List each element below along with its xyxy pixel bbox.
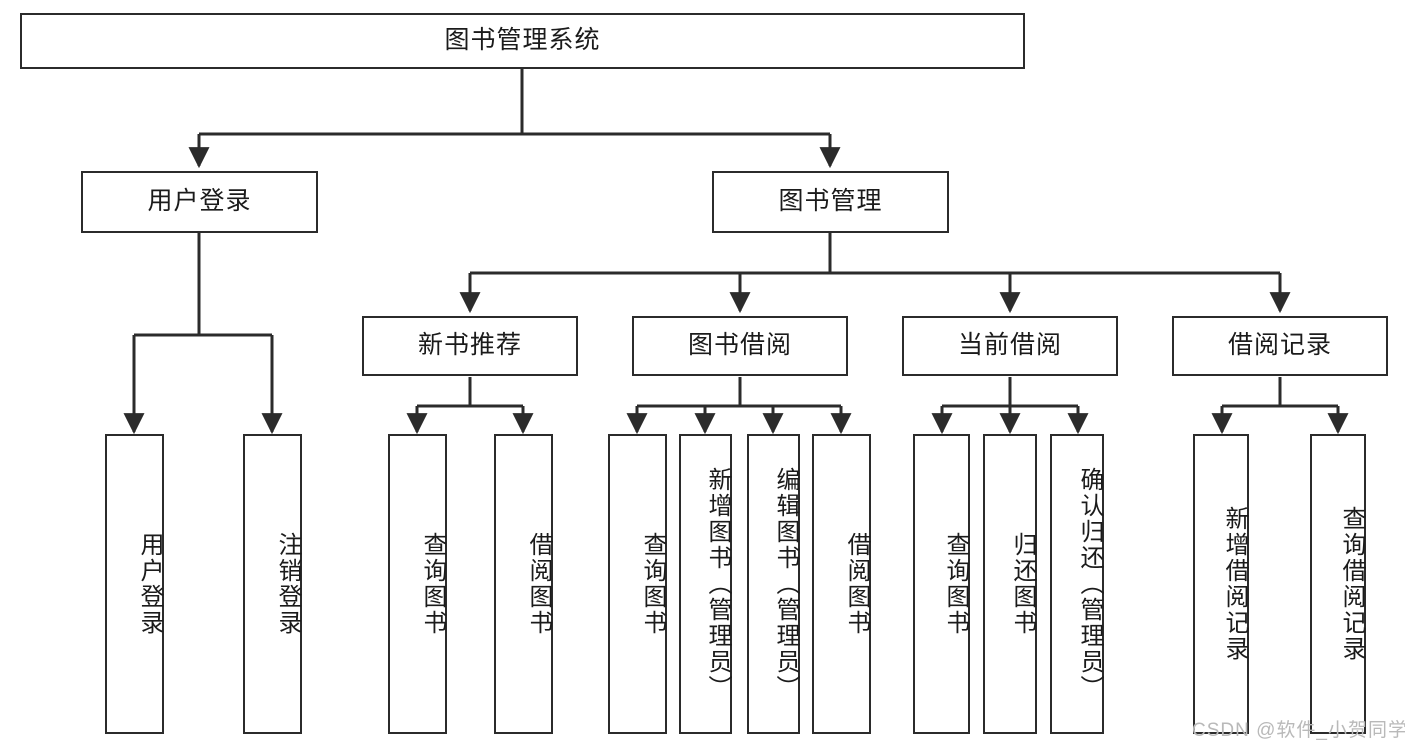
node-label: 查询借阅记录: [1338, 506, 1365, 662]
node-label: 用户登录: [136, 532, 163, 636]
node-label: 借阅图书: [843, 532, 870, 636]
leaf-book-borrow-query-books[interactable]: 查询图书: [608, 434, 667, 734]
node-label: 当前借阅: [957, 331, 1062, 360]
leaf-book-borrow-edit-book-admin[interactable]: 编辑图书（管理员）: [747, 434, 800, 734]
node-new-book-recommend[interactable]: 新书推荐: [362, 316, 578, 376]
node-label: 注销登录: [274, 532, 301, 636]
node-label: 新增借阅记录: [1221, 506, 1248, 662]
node-label: 归还图书: [1009, 532, 1036, 636]
leaf-new-book-borrow-books[interactable]: 借阅图书: [494, 434, 553, 734]
node-label: 用户登录: [147, 187, 252, 216]
leaf-user-login-logout[interactable]: 注销登录: [243, 434, 302, 734]
node-label: 借阅记录: [1227, 331, 1332, 360]
node-label: 图书借阅: [687, 331, 792, 360]
node-current-borrow[interactable]: 当前借阅: [902, 316, 1118, 376]
node-label: 图书管理: [778, 187, 883, 216]
node-book-management[interactable]: 图书管理: [712, 171, 949, 233]
node-book-borrow[interactable]: 图书借阅: [632, 316, 848, 376]
leaf-borrow-record-add-record[interactable]: 新增借阅记录: [1193, 434, 1249, 734]
leaf-book-borrow-borrow-books[interactable]: 借阅图书: [812, 434, 871, 734]
node-label: 查询图书: [639, 532, 666, 636]
leaf-user-login-login[interactable]: 用户登录: [105, 434, 164, 734]
leaf-current-borrow-query-books[interactable]: 查询图书: [913, 434, 970, 734]
node-user-login[interactable]: 用户登录: [81, 171, 318, 233]
leaf-current-borrow-return-books[interactable]: 归还图书: [983, 434, 1037, 734]
node-label: 新增图书（管理员）: [704, 467, 731, 701]
leaf-current-borrow-confirm-return-admin[interactable]: 确认归还（管理员）: [1050, 434, 1104, 734]
leaf-book-borrow-add-book-admin[interactable]: 新增图书（管理员）: [679, 434, 732, 734]
node-label: 查询图书: [942, 532, 969, 636]
node-label: 查询图书: [419, 532, 446, 636]
node-label: 借阅图书: [525, 532, 552, 636]
node-label: 确认归还（管理员）: [1076, 467, 1103, 701]
node-label: 编辑图书（管理员）: [772, 467, 799, 701]
leaf-new-book-query-books[interactable]: 查询图书: [388, 434, 447, 734]
node-label: 图书管理系统: [444, 26, 601, 55]
node-borrow-record[interactable]: 借阅记录: [1172, 316, 1388, 376]
leaf-borrow-record-query-record[interactable]: 查询借阅记录: [1310, 434, 1366, 734]
node-root-book-management-system[interactable]: 图书管理系统: [20, 13, 1025, 69]
node-label: 新书推荐: [417, 331, 522, 360]
csdn-watermark: CSDN @软件_小贺同学: [1192, 720, 1405, 741]
